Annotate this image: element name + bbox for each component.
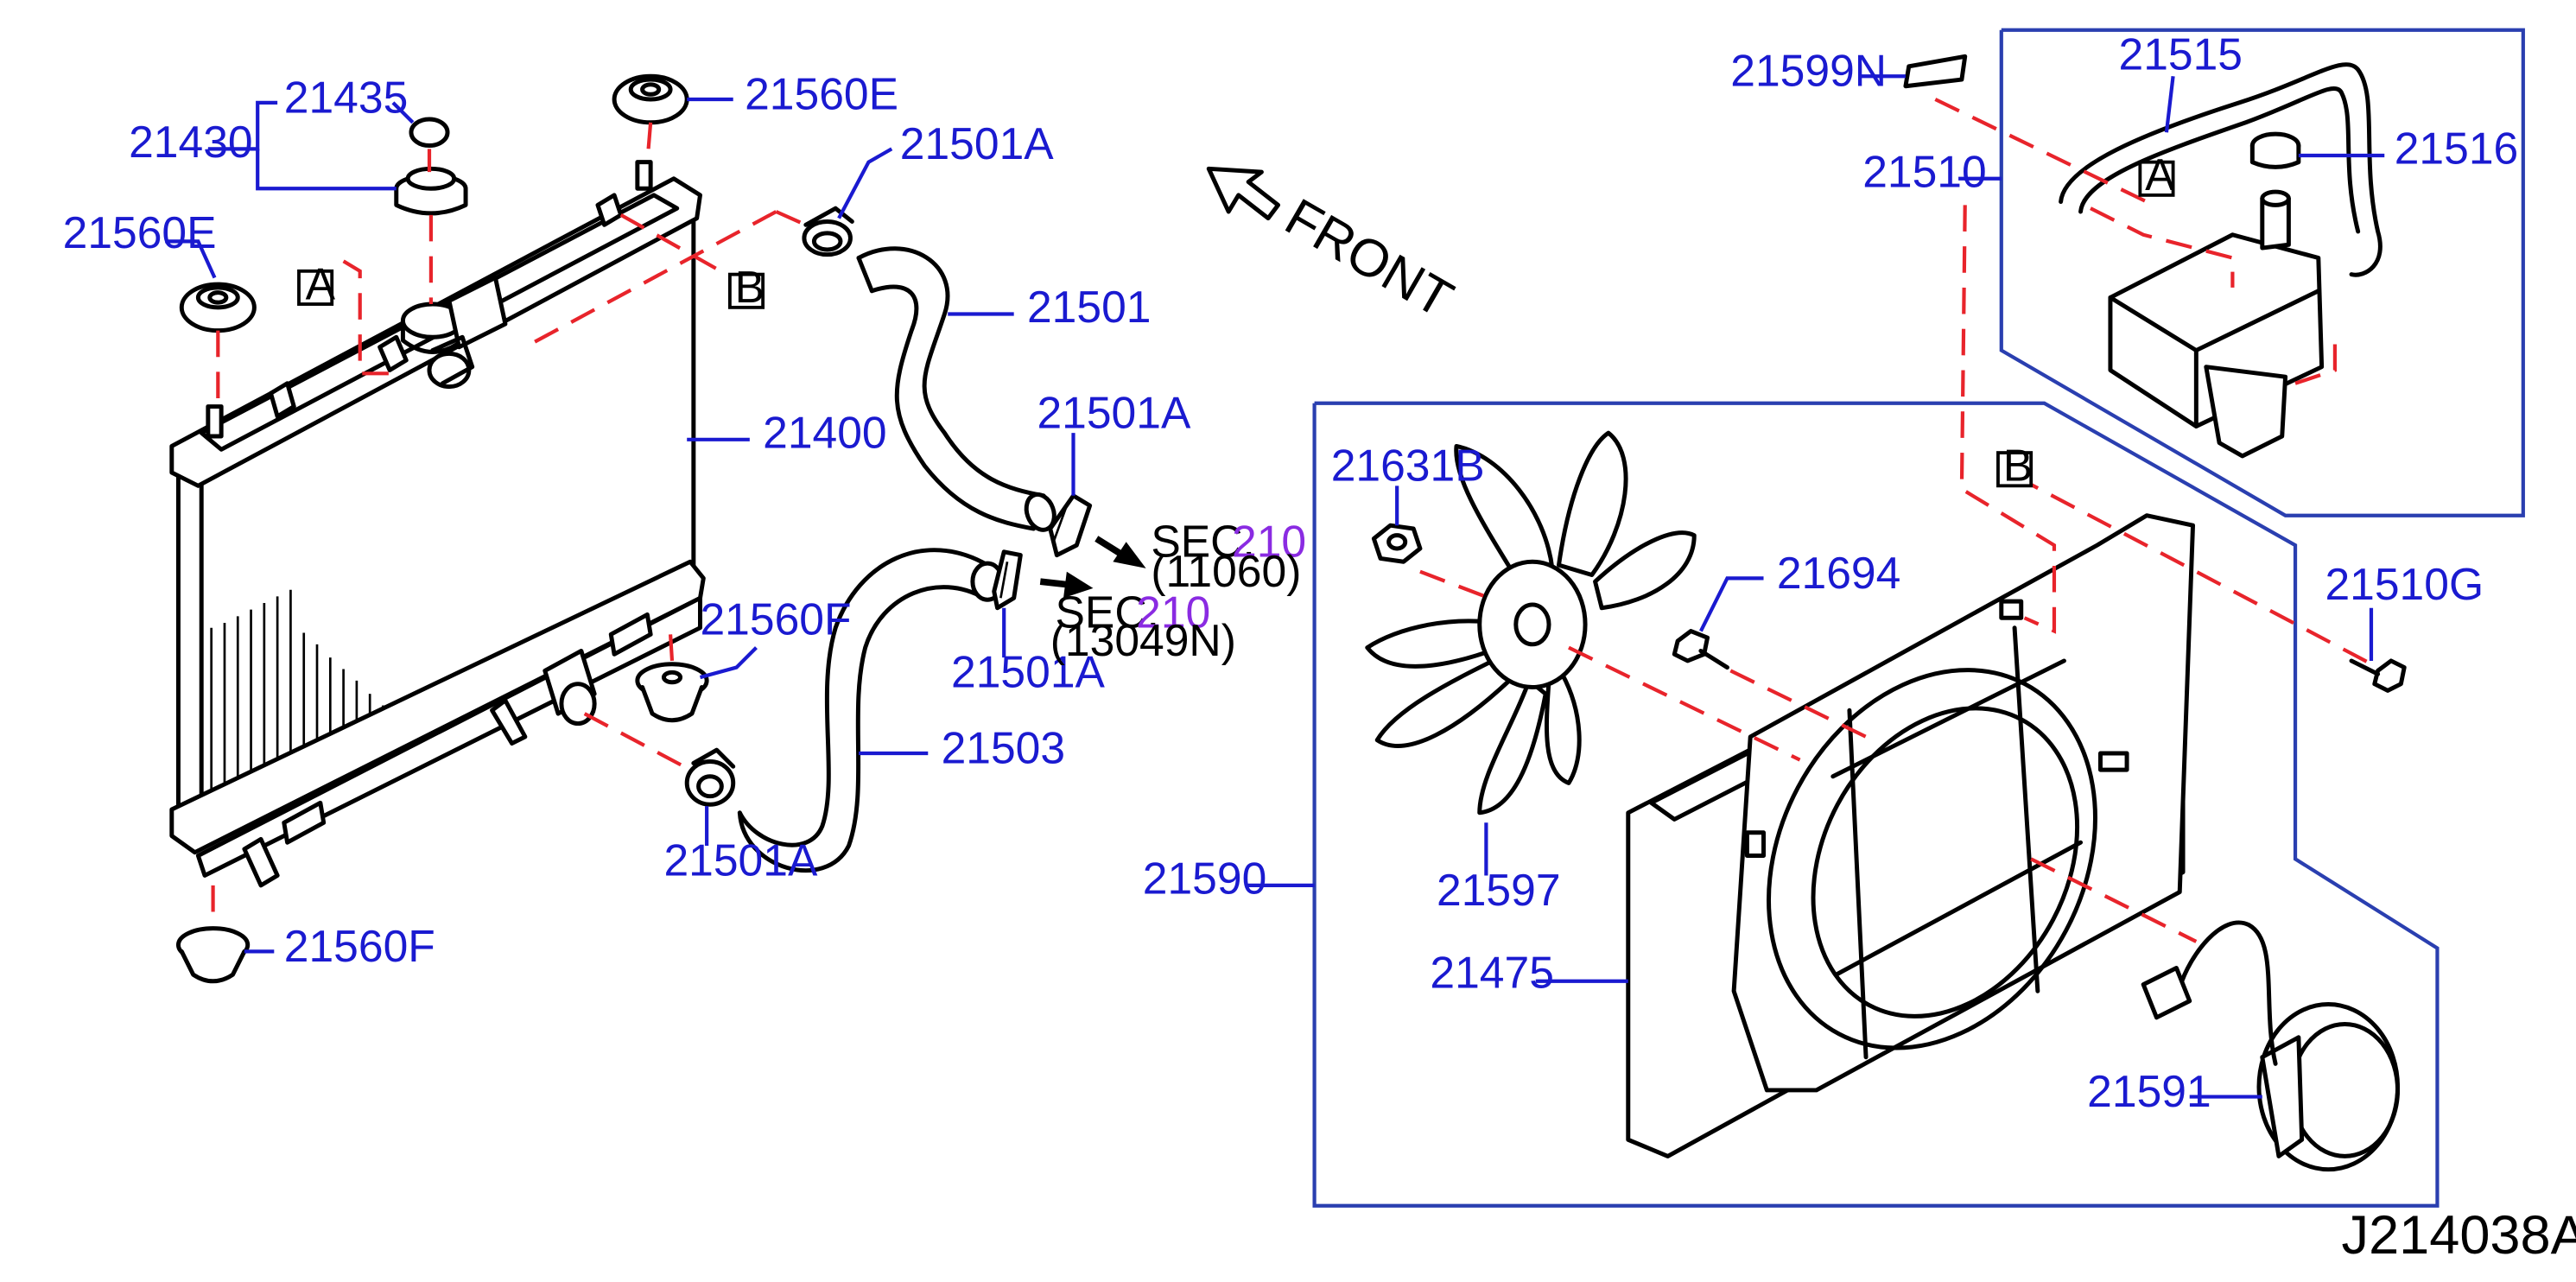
- radiator-cap: [394, 166, 468, 216]
- label-21516: 21516: [2395, 124, 2519, 174]
- fan-shroud: [1626, 513, 2196, 1158]
- cooling-fan: [1365, 430, 1697, 816]
- label-21631B: 21631B: [1331, 441, 1485, 491]
- label-21560E-top: 21560E: [745, 68, 898, 118]
- label-21475: 21475: [1430, 947, 1554, 997]
- label-21560F-bottom: 21560F: [284, 921, 435, 971]
- callout-a-radiator: A: [306, 258, 336, 308]
- upper-hose: [856, 246, 1056, 532]
- callout-b-shroud: B: [2003, 441, 2033, 491]
- section-ref-upper: SEC. 210 (11060): [1151, 517, 1306, 596]
- assembly-dashed-lines: [211, 98, 2379, 943]
- label-21400: 21400: [763, 407, 887, 457]
- callout-a-reservoir-box: [2138, 160, 2175, 197]
- label-21599N: 21599N: [1730, 46, 1887, 96]
- callout-b-radiator-box: [727, 272, 765, 309]
- hose-clamp-lower: [992, 549, 1023, 611]
- mount-rubber-21560E-left: [179, 282, 257, 333]
- part-labels: 21430 21435 21560E 21560E 21400 21501A 2…: [63, 29, 2519, 1116]
- label-21510: 21510: [1862, 146, 1987, 196]
- sec-lower-number: 210: [1136, 587, 1210, 638]
- front-direction-arrow: [1206, 166, 1281, 221]
- sec-lower-label: SEC.: [1055, 587, 1158, 638]
- sec-upper-code: (11060): [1151, 546, 1301, 596]
- shroud-group-box: [1312, 401, 2440, 1208]
- hose-clamp-top: [802, 206, 854, 257]
- label-21501: 21501: [1027, 282, 1152, 332]
- callout-b-radiator: B: [735, 262, 765, 312]
- fan-motor: [2141, 920, 2401, 1172]
- hose-clamp-mid: [1048, 493, 1093, 558]
- sec-arrow-upper: [1094, 536, 1146, 568]
- reservoir-group-box: [1999, 28, 2525, 517]
- hose-clamp-bottom: [684, 747, 736, 807]
- reservoir-tank: [2108, 189, 2325, 459]
- label-21501A-mid: 21501A: [1037, 387, 1191, 437]
- label-21591: 21591: [2087, 1066, 2211, 1116]
- callout-a-reservoir: A: [2145, 149, 2175, 200]
- leader-lines: [165, 74, 2385, 1099]
- mount-rubber-21560F-bottom: [175, 926, 251, 984]
- label-21590: 21590: [1143, 853, 1267, 903]
- bolt-21510G: [2349, 658, 2407, 693]
- section-ref-lower: SEC. 210 (13049N): [1050, 587, 1236, 665]
- reservoir-cap: [2249, 131, 2301, 169]
- front-label: FRONT: [1276, 187, 1462, 328]
- label-21501A-top: 21501A: [900, 118, 1055, 168]
- mount-rubber-21560E-top: [612, 73, 689, 125]
- label-21501A-bottom: 21501A: [663, 835, 818, 885]
- label-21597: 21597: [1437, 865, 1561, 915]
- cap-seal: [409, 117, 450, 149]
- sec-lower-code: (13049N): [1050, 615, 1236, 665]
- label-21560E-left: 21560E: [63, 207, 217, 257]
- label-21694: 21694: [1777, 548, 1901, 598]
- label-21430: 21430: [129, 117, 253, 167]
- radiator: [169, 160, 706, 888]
- sec-upper-label: SEC.: [1151, 517, 1254, 567]
- mount-rubber-21560F-mid: [635, 662, 709, 723]
- sec-arrow-lower: [1039, 571, 1094, 599]
- label-21501A-lower: 21501A: [951, 647, 1106, 697]
- reservoir-hose: [2059, 62, 2382, 277]
- label-21510G: 21510G: [2325, 559, 2484, 609]
- label-21503: 21503: [942, 722, 1066, 772]
- diagram-id: J214038A: [2342, 1205, 2576, 1266]
- label-sheet: [1903, 54, 1968, 89]
- label-21560F-mid: 21560F: [700, 593, 851, 644]
- callout-b-shroud-box: [1996, 451, 2034, 488]
- shroud-bolt-21694: [1672, 629, 1729, 670]
- label-21435: 21435: [284, 72, 409, 122]
- label-21515: 21515: [2119, 29, 2243, 79]
- sec-upper-number: 210: [1232, 517, 1306, 567]
- fan-nut: [1371, 523, 1423, 564]
- callout-a-radiator-box: [297, 269, 334, 306]
